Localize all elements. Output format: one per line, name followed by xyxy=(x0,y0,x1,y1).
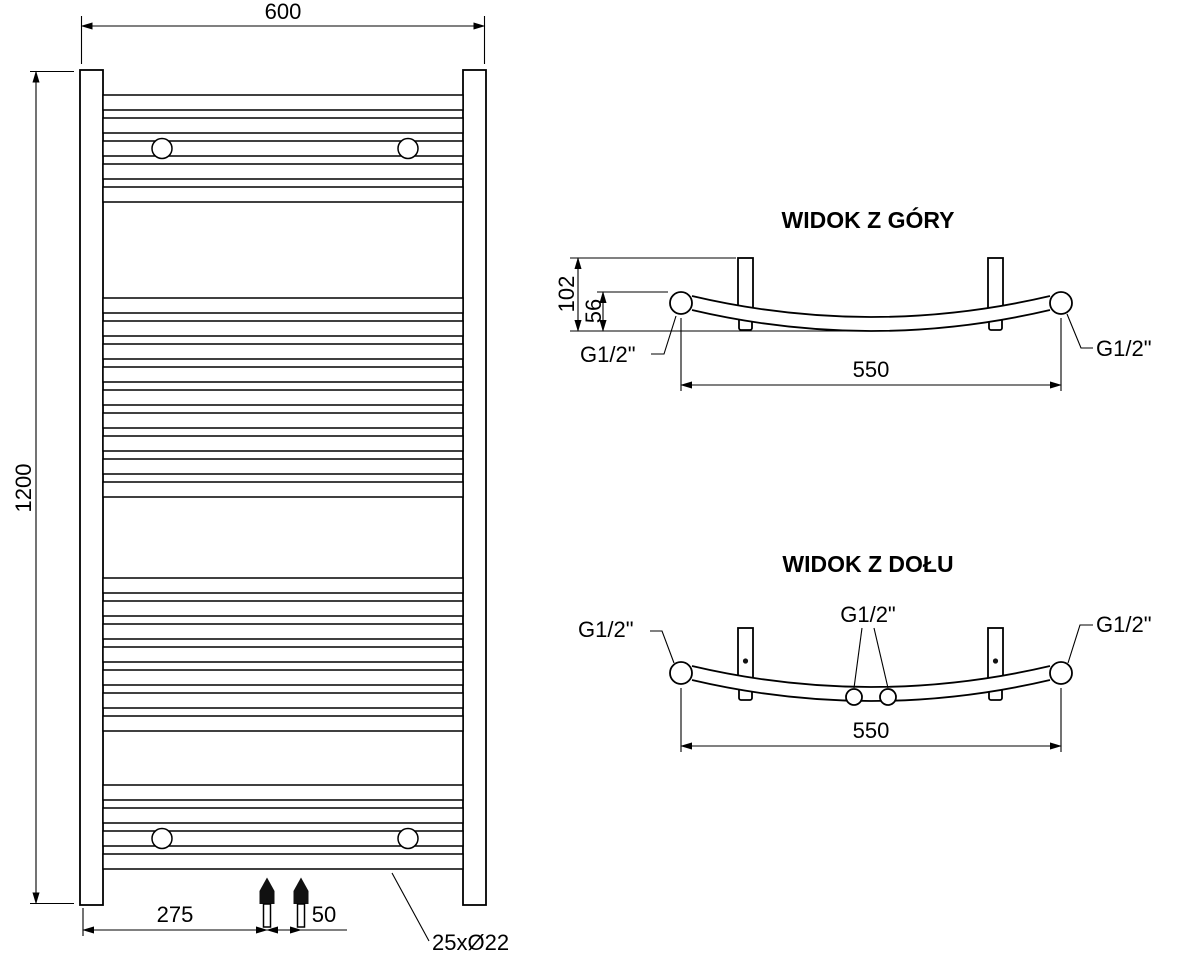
radiator-rung xyxy=(102,577,464,594)
thread-right-label: G1/2" xyxy=(1096,612,1152,637)
thread-center-label: G1/2" xyxy=(840,602,896,627)
left-bracket xyxy=(737,627,754,682)
right-collector-end xyxy=(1049,661,1073,685)
radiator-rung xyxy=(102,623,464,640)
bottom-view-drawing xyxy=(669,627,1073,706)
tube-spec-label: 25xØ22 xyxy=(432,930,509,955)
thread-label-left: G1/2" xyxy=(578,617,675,664)
thread-leader-right xyxy=(1066,313,1093,349)
radiator-rung xyxy=(102,830,464,847)
tube-profile-top-edge xyxy=(691,665,1051,688)
rung-group xyxy=(102,94,464,870)
thread-right-label: G1/2" xyxy=(1096,336,1152,361)
mounting-hole xyxy=(397,137,419,160)
thread-label-center: G1/2" xyxy=(840,602,896,689)
tube-spec: 25xØ22 xyxy=(391,872,509,955)
depth-56-label: 56 xyxy=(581,299,606,323)
radiator-rung xyxy=(102,600,464,617)
tube-profile-bottom-edge xyxy=(691,679,1051,702)
bracket-dot xyxy=(742,658,749,664)
right-bracket xyxy=(987,627,1004,682)
tube-profile-top-edge xyxy=(691,295,1051,318)
thread-leader-left xyxy=(650,630,675,664)
tube-profile-fill xyxy=(692,666,1050,701)
span-550-label: 550 xyxy=(853,357,890,382)
left-collector-end xyxy=(669,661,693,685)
right-collector-end xyxy=(1049,291,1073,315)
radiator-rung xyxy=(102,784,464,801)
radiator-rung xyxy=(102,186,464,203)
radiator-rung xyxy=(102,94,464,111)
top-view: WIDOK Z GÓRY 102 56 G1/ xyxy=(554,206,1152,391)
pitch-dimension-label: 275 xyxy=(157,902,194,927)
span-550-dimension-top: 550 xyxy=(680,318,1062,391)
valve-spacing-label: 50 xyxy=(312,902,336,927)
radiator-rung xyxy=(102,343,464,360)
depth-56-dimension: 56 xyxy=(581,291,668,332)
depth-102-dimension: 102 xyxy=(554,257,878,332)
mounting-hole xyxy=(397,827,419,850)
thread-leader-center xyxy=(853,627,863,689)
center-connection-right xyxy=(879,688,897,706)
top-view-title: WIDOK Z GÓRY xyxy=(782,206,955,233)
right-bracket xyxy=(987,257,1004,312)
bottom-view: WIDOK Z DOŁU G1/2" G1/2" xyxy=(578,551,1152,752)
tube-spec-leader xyxy=(391,872,430,942)
thread-label-right: G1/2" xyxy=(1066,313,1152,361)
valve-connection-icon xyxy=(293,877,309,904)
front-view: 600 1200 xyxy=(11,0,509,955)
thread-leader-left xyxy=(651,315,677,355)
bottom-connections xyxy=(259,877,309,928)
thread-label-left: G1/2" xyxy=(580,315,677,367)
width-dimension: 600 xyxy=(80,0,486,64)
right-collector xyxy=(462,69,487,906)
radiator-body xyxy=(79,69,487,906)
radiator-rung xyxy=(102,807,464,824)
mounting-hole xyxy=(151,137,173,160)
left-collector-end xyxy=(669,291,693,315)
radiator-rung xyxy=(102,853,464,870)
radiator-rung xyxy=(102,458,464,475)
depth-102-label: 102 xyxy=(554,276,579,313)
radiator-rung xyxy=(102,412,464,429)
top-view-drawing xyxy=(669,257,1073,332)
radiator-rung xyxy=(102,320,464,337)
span-550-dimension-bottom: 550 xyxy=(680,688,1062,752)
valve-stem xyxy=(262,903,272,928)
mounting-hole xyxy=(151,827,173,850)
radiator-rung xyxy=(102,389,464,406)
bracket-dot xyxy=(992,658,999,664)
radiator-rung xyxy=(102,646,464,663)
tube-profile-fill xyxy=(692,296,1050,331)
width-dimension-label: 600 xyxy=(265,0,302,24)
thread-left-label: G1/2" xyxy=(580,342,636,367)
valve-stem xyxy=(296,903,306,928)
radiator-rung xyxy=(102,435,464,452)
thread-left-label: G1/2" xyxy=(578,617,634,642)
left-bracket xyxy=(737,257,754,312)
left-collector xyxy=(79,69,104,906)
center-connection-left xyxy=(845,688,863,706)
radiator-rung xyxy=(102,481,464,498)
span-550-label: 550 xyxy=(853,718,890,743)
radiator-rung xyxy=(102,117,464,134)
height-dimension-label: 1200 xyxy=(11,464,36,513)
height-dimension: 1200 xyxy=(11,70,74,905)
thread-label-right: G1/2" xyxy=(1067,612,1152,664)
radiator-rung xyxy=(102,366,464,383)
radiator-rung xyxy=(102,715,464,732)
radiator-rung xyxy=(102,297,464,314)
thread-leader-center xyxy=(873,627,889,689)
valve-connection-icon xyxy=(259,877,275,904)
thread-leader-right xyxy=(1067,624,1093,664)
radiator-rung xyxy=(102,163,464,180)
bottom-dimensions: 275 50 xyxy=(82,902,347,936)
radiator-rung xyxy=(102,140,464,157)
bottom-view-title: WIDOK Z DOŁU xyxy=(782,551,953,577)
radiator-rung xyxy=(102,669,464,686)
radiator-rung xyxy=(102,692,464,709)
